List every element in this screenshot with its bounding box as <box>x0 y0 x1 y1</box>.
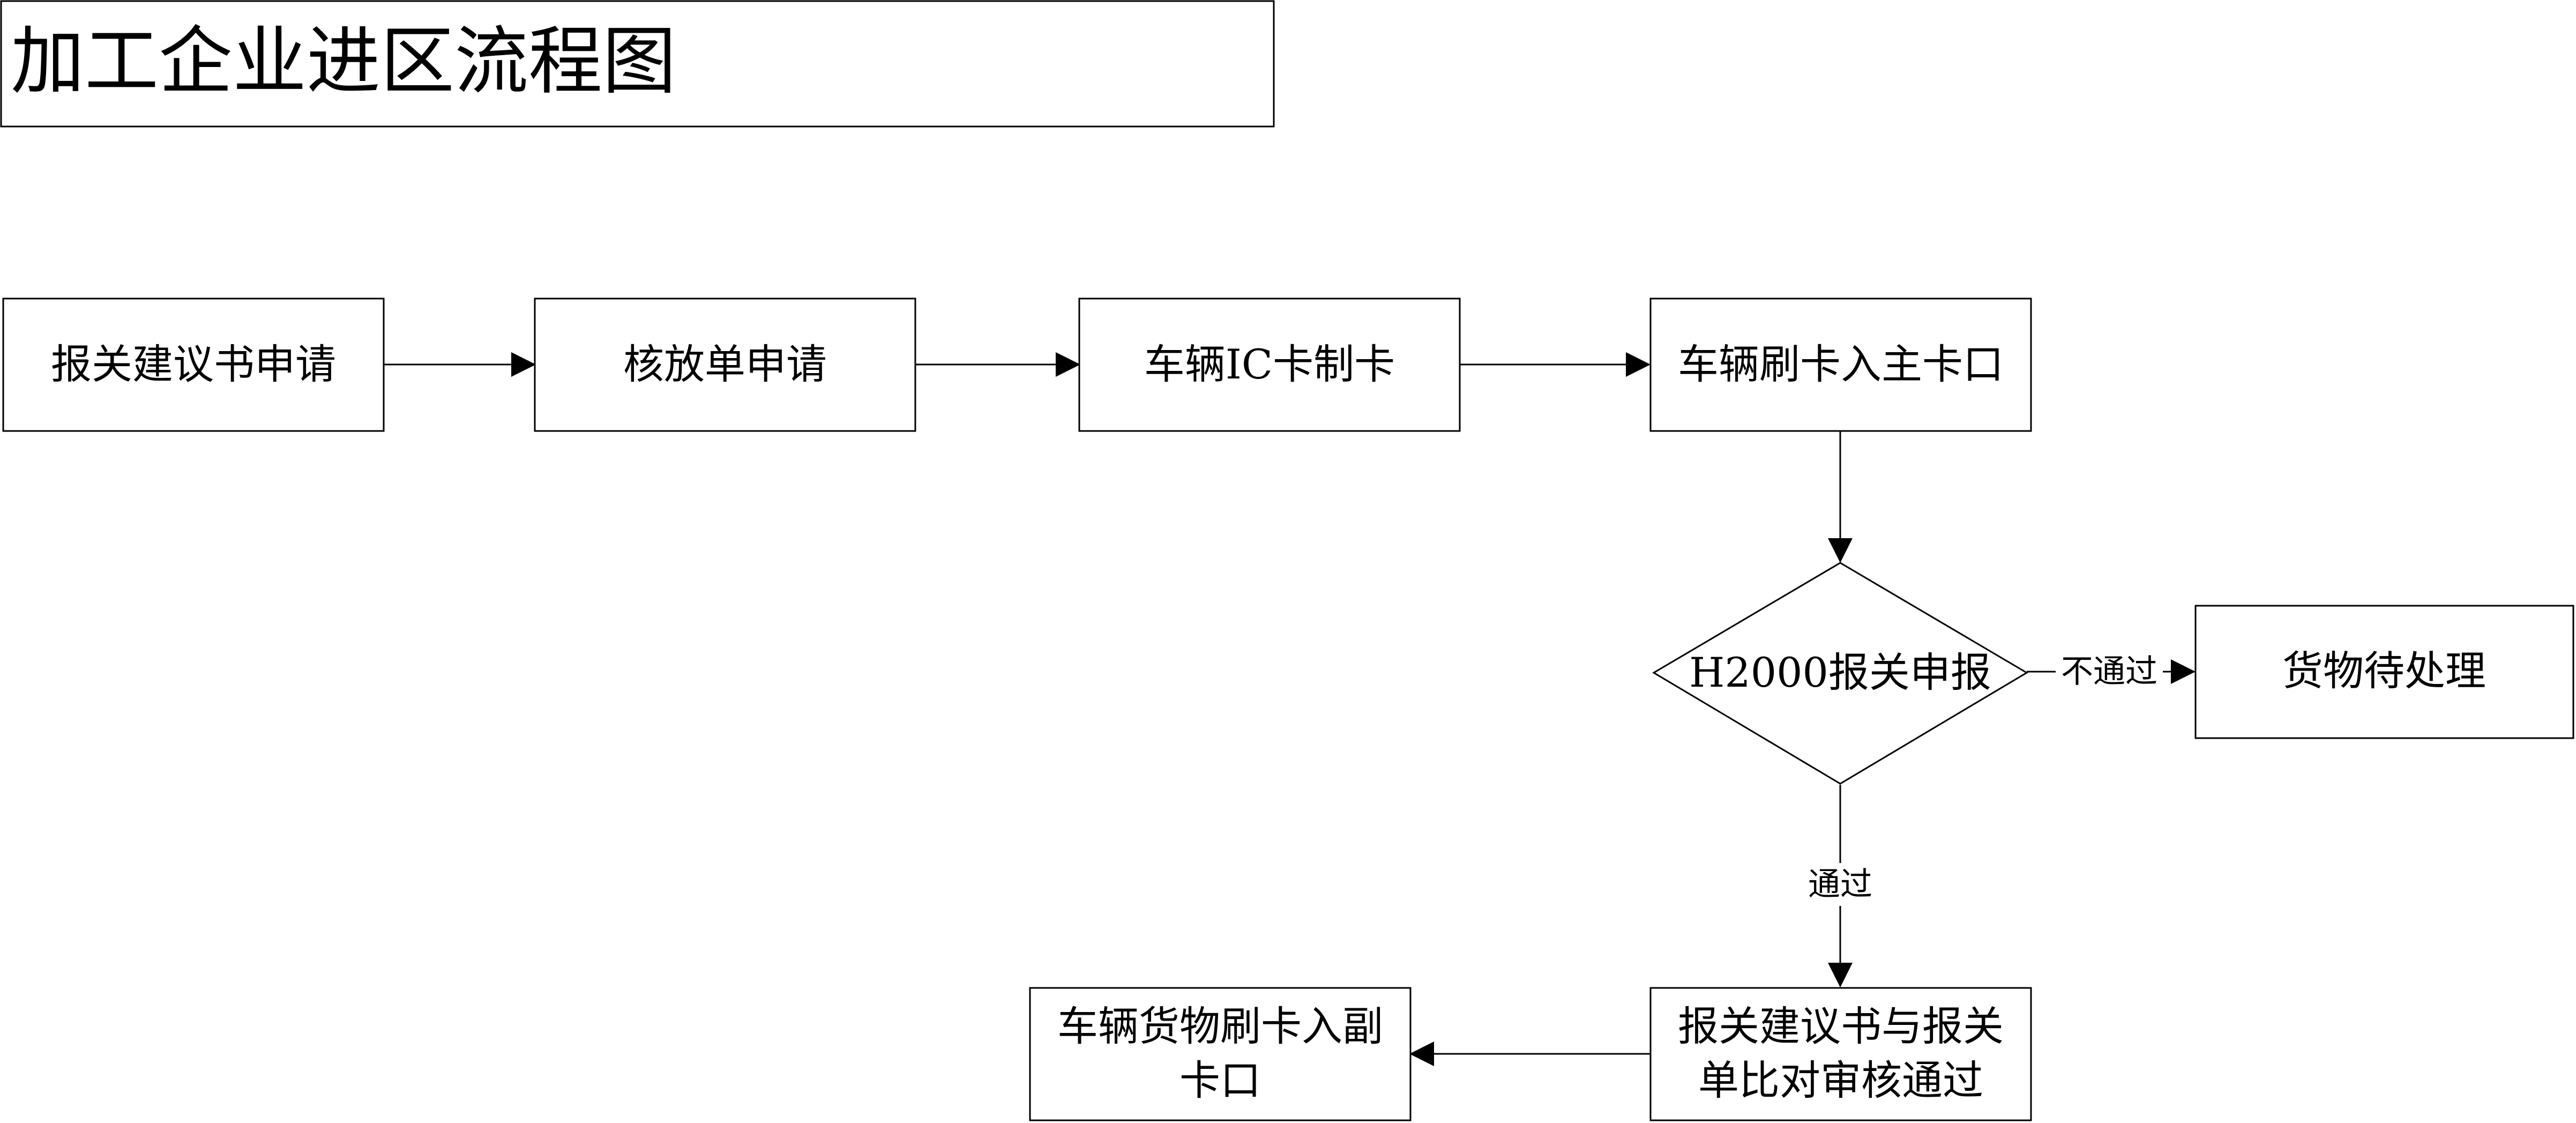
node-declaration-apply: 报关建议书申请 <box>2 298 385 432</box>
node-label: H2000报关申报 <box>1689 649 1991 696</box>
node-sub-gate: 车辆货物刷卡入副 卡口 <box>1029 987 1412 1121</box>
node-h2000-decision: H2000报关申报 <box>1652 562 2028 785</box>
node-verification-passed: 报关建议书与报关 单比对审核通过 <box>1649 987 2032 1121</box>
node-label: 核放单申请 <box>623 340 827 388</box>
node-label-line2: 卡口 <box>1179 1057 1261 1104</box>
node-main-gate: 车辆刷卡入主卡口 <box>1649 298 2032 432</box>
node-label: 报关建议书申请 <box>51 340 336 388</box>
node-ic-card: 车辆IC卡制卡 <box>1078 298 1461 432</box>
node-label: 车辆IC卡制卡 <box>1144 340 1395 388</box>
edge-label-pass: 通过 <box>1808 866 1872 903</box>
node-label-line2: 单比对审核通过 <box>1698 1057 1983 1104</box>
node-label-line1: 车辆货物刷卡入副 <box>1057 1002 1383 1050</box>
diagram-title: 加工企业进区流程图 <box>11 18 676 105</box>
node-goods-pending: 货物待处理 <box>2194 605 2574 739</box>
edge-labels: 不通过 通过 <box>1803 651 2163 906</box>
title-box: 加工企业进区流程图 <box>0 0 1275 128</box>
node-label-line1: 报关建议书与报关 <box>1678 1002 2004 1050</box>
node-release-apply: 核放单申请 <box>534 298 916 432</box>
edge-label-fail: 不通过 <box>2061 653 2157 690</box>
node-label: 货物待处理 <box>2282 647 2486 695</box>
node-label: 车辆刷卡入主卡口 <box>1678 340 2004 388</box>
